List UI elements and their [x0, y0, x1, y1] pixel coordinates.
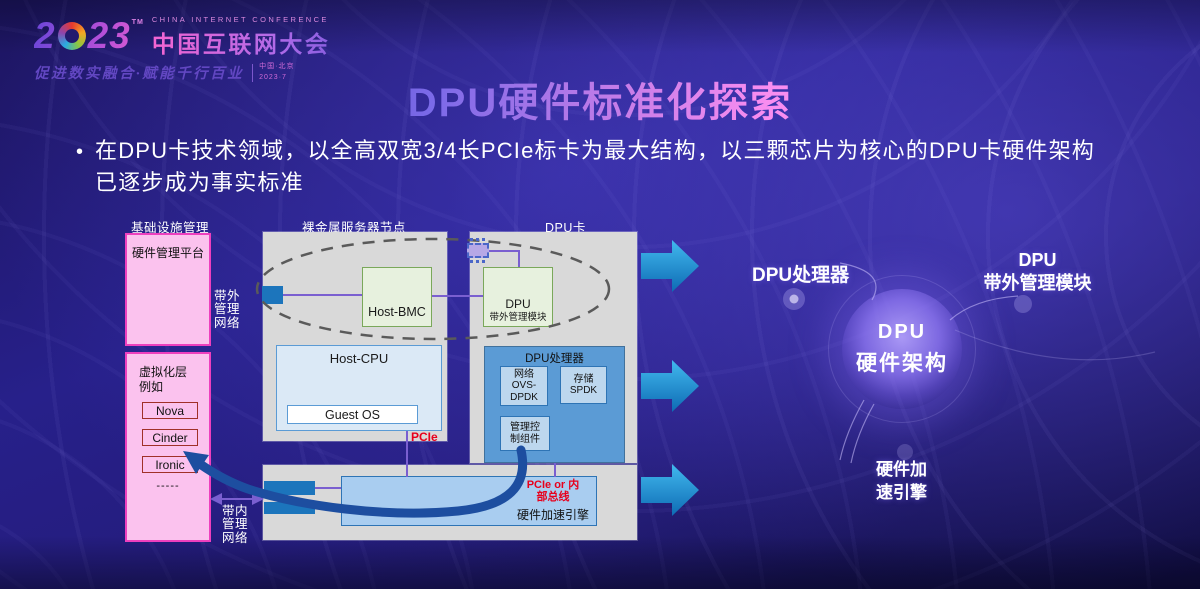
mgmt-line-2: 制组件 — [510, 433, 540, 445]
dpu-oob-line-1: DPU — [505, 297, 531, 312]
oob-network-line-3: 网络 — [213, 315, 240, 330]
nova-box: Nova — [142, 402, 198, 419]
summary-oob-line-2: 带外管理模块 — [983, 273, 1092, 294]
logo-year-suffix: 23 — [87, 14, 131, 56]
page-title: DPU硬件标准化探索 — [0, 70, 1200, 128]
trademark-label: TM — [131, 18, 144, 26]
flow-arrow-icon-1 — [641, 240, 699, 292]
summary-accel-line-1: 硬件加 — [876, 460, 927, 479]
glow-dot-1-core — [789, 294, 799, 304]
net-line-2: OVS- — [511, 380, 537, 392]
chip-connector-icon — [467, 238, 489, 263]
globe-ring-icon — [57, 21, 86, 50]
virtualization-layer-label: 虚拟化层 例如 — [127, 354, 209, 395]
bullet-text: 在DPU卡技术领域，以全高双宽3/4长PCIe标卡为最大结构，以三颗芯片为核心的… — [95, 135, 1095, 200]
bullet-point: • 在DPU卡技术领域，以全高双宽3/4长PCIe标卡为最大结构，以三颗芯片为核… — [76, 135, 1151, 200]
net-line-3: DPDK — [510, 391, 538, 403]
summary-processor-label: DPU处理器 — [752, 265, 850, 286]
summary-accel-line-2: 速引擎 — [876, 482, 927, 502]
glow-dot-3 — [897, 444, 913, 460]
virt-layer-line-1: 虚拟化层 — [139, 365, 188, 379]
bubble-line-2: 硬件架构 — [856, 352, 948, 375]
glow-dot-1 — [783, 288, 805, 310]
flow-arrow-icon-3 — [641, 464, 699, 516]
storage-spdk-box: 存储 SPDK — [560, 366, 607, 404]
orbit-line-long — [954, 329, 1156, 361]
guest-os-box: Guest OS — [287, 405, 418, 424]
mgmt-control-box: 管理控 制组件 — [500, 416, 550, 451]
dpu-processor-label: DPU处理器 — [525, 353, 584, 365]
more-items-dots: ----- — [156, 480, 180, 492]
bus-line-1: PCIe or 内 — [526, 479, 580, 491]
storage-line-1: 存储 — [573, 373, 594, 385]
bubble-line-1: DPU — [877, 321, 927, 343]
bus-line-2: 部总线 — [536, 491, 570, 504]
glow-dot-2 — [1014, 295, 1032, 313]
net-ovs-dpdk-box: 网络 OVS- DPDK — [500, 366, 548, 406]
oob-network-label: 带外 管理 网络 — [212, 289, 242, 330]
host-cpu-label: Host-CPU — [329, 351, 389, 366]
cinder-box: Cinder — [142, 429, 198, 446]
flow-arrow-icon-2 — [641, 360, 699, 412]
bus-label: PCIe or 内 部总线 — [499, 479, 607, 503]
dpu-oob-line-2: 带外管理模块 — [489, 311, 547, 323]
inband-port-icon-2 — [264, 502, 315, 514]
hardware-mgmt-platform-box: 硬件管理平台 — [125, 233, 211, 346]
dpu-arch-bubble: DPU 硬件架构 — [828, 275, 976, 423]
inband-arrowhead-left — [210, 493, 222, 505]
logo-year-prefix: 2 — [34, 14, 56, 56]
storage-line-2: SPDK — [569, 385, 598, 396]
oob-network-line-2: 管理 — [213, 302, 240, 317]
net-line-1: 网络 — [514, 368, 534, 380]
inband-port-icon-1 — [264, 481, 315, 495]
dpu-oob-module-box: DPU 带外管理模块 — [483, 267, 553, 327]
inband-network-label: 带内 管理 网络 — [220, 504, 250, 545]
conference-name-en: CHINA INTERNET CONFERENCE — [151, 15, 329, 24]
bullet-line-1: 在DPU卡技术领域，以全高双宽3/4长PCIe标卡为最大结构，以三颗芯片为核心的… — [95, 138, 1096, 163]
dpu-processor-box: DPU处理器 网络 OVS- DPDK 存储 SPDK 管理控 制组件 — [484, 346, 625, 463]
host-bmc-box: Host-BMC — [362, 267, 432, 327]
summary-accel-label: 硬件加 速引擎 — [876, 459, 927, 505]
summary-oob-label: DPU 带外管理模块 — [960, 249, 1115, 296]
ironic-box: Ironic — [142, 456, 198, 473]
inband-network-line-2: 管理 — [221, 517, 248, 532]
virt-layer-line-2: 例如 — [139, 380, 164, 394]
pcie-label: PCIe — [411, 430, 438, 444]
summary-oob-line-1: DPU — [1018, 250, 1057, 270]
bullet-line-2: 已逐步成为事实标准 — [95, 170, 304, 196]
logo-year: 2 23 TM — [34, 15, 146, 57]
mgmt-line-1: 管理控 — [510, 422, 540, 433]
hardware-mgmt-platform-label: 硬件管理平台 — [131, 246, 204, 260]
oob-network-port-icon — [262, 286, 283, 304]
virtualization-layer-box: 虚拟化层 例如 Nova Cinder Ironic ----- — [125, 352, 211, 542]
bullet-marker: • — [76, 141, 84, 163]
inband-network-line-3: 网络 — [221, 530, 248, 545]
conference-name-zh: 中国互联网大会 — [152, 25, 331, 59]
accel-engine-label: 硬件加速引擎 — [516, 508, 589, 522]
